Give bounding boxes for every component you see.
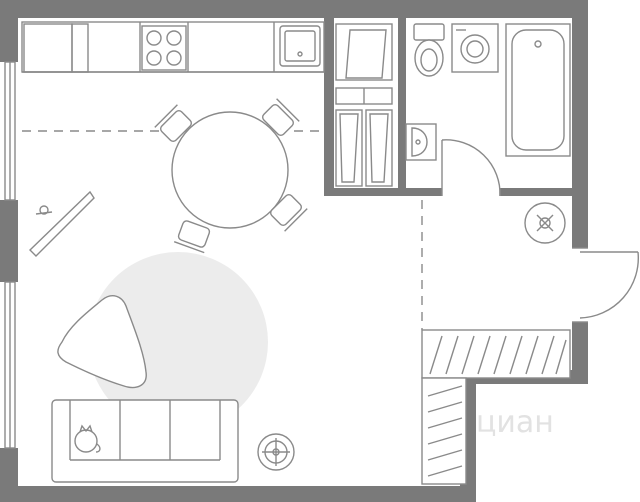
hall-wardrobe [421,329,571,485]
interior-walls [324,18,572,196]
watermark-text: циан [476,405,554,440]
washing-machine-icon [451,23,499,73]
cooktop-icon [141,25,187,71]
dining-chair-bottom-right [269,193,308,232]
storage-closet [335,23,393,187]
dining-chair-top-right [261,98,300,137]
kitchen-counter [21,21,325,73]
window-lower [4,281,16,449]
dining-chair-top-left [154,104,193,143]
robot-vacuum-icon [257,433,295,471]
bathroom-door [441,139,501,197]
coffee-table [57,295,147,389]
bathroom-sink-icon [405,123,437,161]
sofa [51,399,239,483]
entrance-door [572,247,640,323]
cat-icon [74,424,101,453]
kitchen-sink-icon [279,25,321,67]
ceiling-light-icon [524,202,566,244]
dining-table [171,111,289,229]
bathtub-icon [505,23,571,157]
tv-stand [29,190,95,257]
dining-chair-bottom-left [173,220,211,254]
toilet-icon [413,23,445,77]
window-upper [4,61,16,201]
